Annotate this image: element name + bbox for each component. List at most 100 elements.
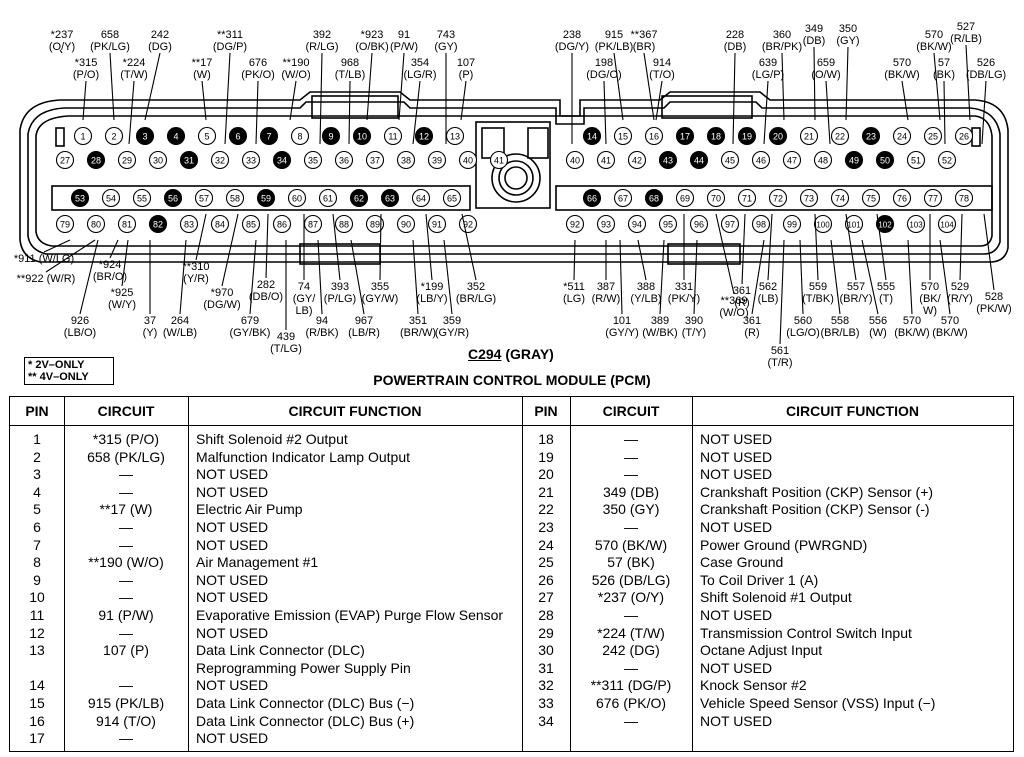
pin-label: 58 (230, 194, 240, 204)
wire-callout: (PK/LG) (90, 41, 130, 53)
table-cell-circuit: — (119, 677, 133, 694)
callout-leader (876, 213, 887, 281)
table-cell-function: Data Link Connector (DLC) Bus (+) (196, 712, 415, 729)
pin-59 (256, 188, 276, 208)
pin-36 (334, 150, 354, 170)
wire-callout: (LG) (563, 293, 585, 305)
pin-28 (86, 150, 106, 170)
table-cell-pin: 14 (29, 677, 45, 694)
table-cell-function: Octane Adjust Input (700, 642, 823, 659)
table-cell-function: NOT USED (196, 536, 269, 553)
table-cell-circuit: *224 (T/W) (597, 624, 665, 641)
table-cell-circuit: 91 (P/W) (98, 607, 154, 623)
wire-callout: 359 (443, 315, 461, 327)
pin-76 (892, 188, 912, 208)
table-cell-circuit: — (119, 589, 133, 606)
pin-20 (768, 126, 788, 146)
pin-label: 34 (277, 156, 287, 166)
pin-label: 86 (277, 220, 287, 230)
table-divider (64, 397, 65, 751)
pin-label: 6 (235, 132, 240, 142)
pin-55 (132, 188, 152, 208)
wire-callout: 360 (773, 29, 791, 41)
callout-leader (943, 80, 946, 145)
wire-callout: 74 (298, 281, 310, 293)
wire-callout: (R) (744, 327, 759, 339)
header-function-right: CIRCUIT FUNCTION (692, 397, 1013, 426)
pin-label: 55 (137, 194, 147, 204)
callout-leader (332, 213, 341, 281)
pin-80 (86, 214, 106, 234)
pin-label: 25 (928, 132, 938, 142)
legend-box: * 2V–ONLY ** 4V–ONLY (24, 357, 114, 385)
pin-79 (55, 214, 75, 234)
wire-callout: 570 (921, 281, 939, 293)
table-cell-function: NOT USED (700, 712, 773, 729)
callout-leader (845, 213, 857, 281)
pin-33 (241, 150, 261, 170)
pin-12 (414, 126, 434, 146)
pin-104 (937, 214, 957, 234)
wire-callout: 238 (563, 29, 581, 41)
wire-callout: (W) (869, 327, 887, 339)
pin-label: 70 (711, 194, 721, 204)
pin-label: 28 (91, 156, 101, 166)
pin-43 (658, 150, 678, 170)
pin-90 (396, 214, 416, 234)
header-function-left: CIRCUIT FUNCTION (188, 397, 522, 426)
pin-label: 99 (787, 220, 797, 230)
pin-51 (906, 150, 926, 170)
wire-callout: (W) (193, 69, 211, 81)
wire-callout: (GY) (434, 41, 457, 53)
callout-leader (398, 52, 405, 121)
pin-70 (706, 188, 726, 208)
wire-callout: (LB) (758, 293, 779, 305)
wire-callout: (T/LG) (270, 343, 302, 355)
pin-15 (613, 126, 633, 146)
pin-81 (117, 214, 137, 234)
table-cell-function: Power Ground (PWRGND) (700, 536, 868, 553)
table-cell-circuit: — (119, 483, 133, 500)
pin-95 (658, 214, 678, 234)
wire-callout: **310 (183, 261, 210, 273)
table-cell-circuit: — (624, 466, 638, 483)
table-cell-pin: 11 (29, 607, 45, 623)
pin-8 (290, 126, 310, 146)
table-cell-circuit: — (119, 571, 133, 588)
table-cell-pin: 32 (538, 677, 554, 694)
table-cell-pin: 30 (538, 642, 554, 659)
pin-50 (875, 150, 895, 170)
header-pin-right: PIN (522, 397, 570, 426)
connector-color: (GRAY) (505, 346, 554, 362)
wire-callout: (O/W) (811, 69, 840, 81)
pin-40 (565, 150, 585, 170)
pin-54 (101, 188, 121, 208)
table-cell-function: NOT USED (196, 483, 269, 500)
pin-label: 49 (849, 156, 859, 166)
callout-leader (460, 80, 467, 121)
callout-leader (79, 239, 99, 315)
pin-label: 19 (742, 132, 752, 142)
pin-26 (954, 126, 974, 146)
pin-label: 85 (246, 220, 256, 230)
wire-callout: 570 (903, 315, 921, 327)
pin-85 (241, 214, 261, 234)
table-cell-circuit: — (119, 466, 133, 483)
pin-39 (427, 150, 447, 170)
table-cell-pin: 16 (29, 712, 45, 729)
pin-label: 7 (266, 132, 271, 142)
wire-callout: (W/Y) (108, 299, 136, 311)
wire-callout: 556 (869, 315, 887, 327)
table-cell-function: NOT USED (700, 448, 773, 465)
wire-callout: (DB/LG) (966, 69, 1006, 81)
table-cell-pin (10, 660, 64, 677)
table-cell-pin: 3 (33, 466, 41, 483)
table-cell-circuit: **190 (W/O) (88, 554, 164, 571)
wire-callout: (LG/P) (752, 69, 784, 81)
pin-89 (365, 214, 385, 234)
table-cell-pin: 21 (538, 483, 554, 500)
table-cell-function: Shift Solenoid #1 Output (700, 589, 852, 606)
wire-callout: (GY/W) (362, 293, 399, 305)
legend-2v: * 2V–ONLY (28, 359, 85, 371)
wire-callout: 107 (457, 57, 475, 69)
